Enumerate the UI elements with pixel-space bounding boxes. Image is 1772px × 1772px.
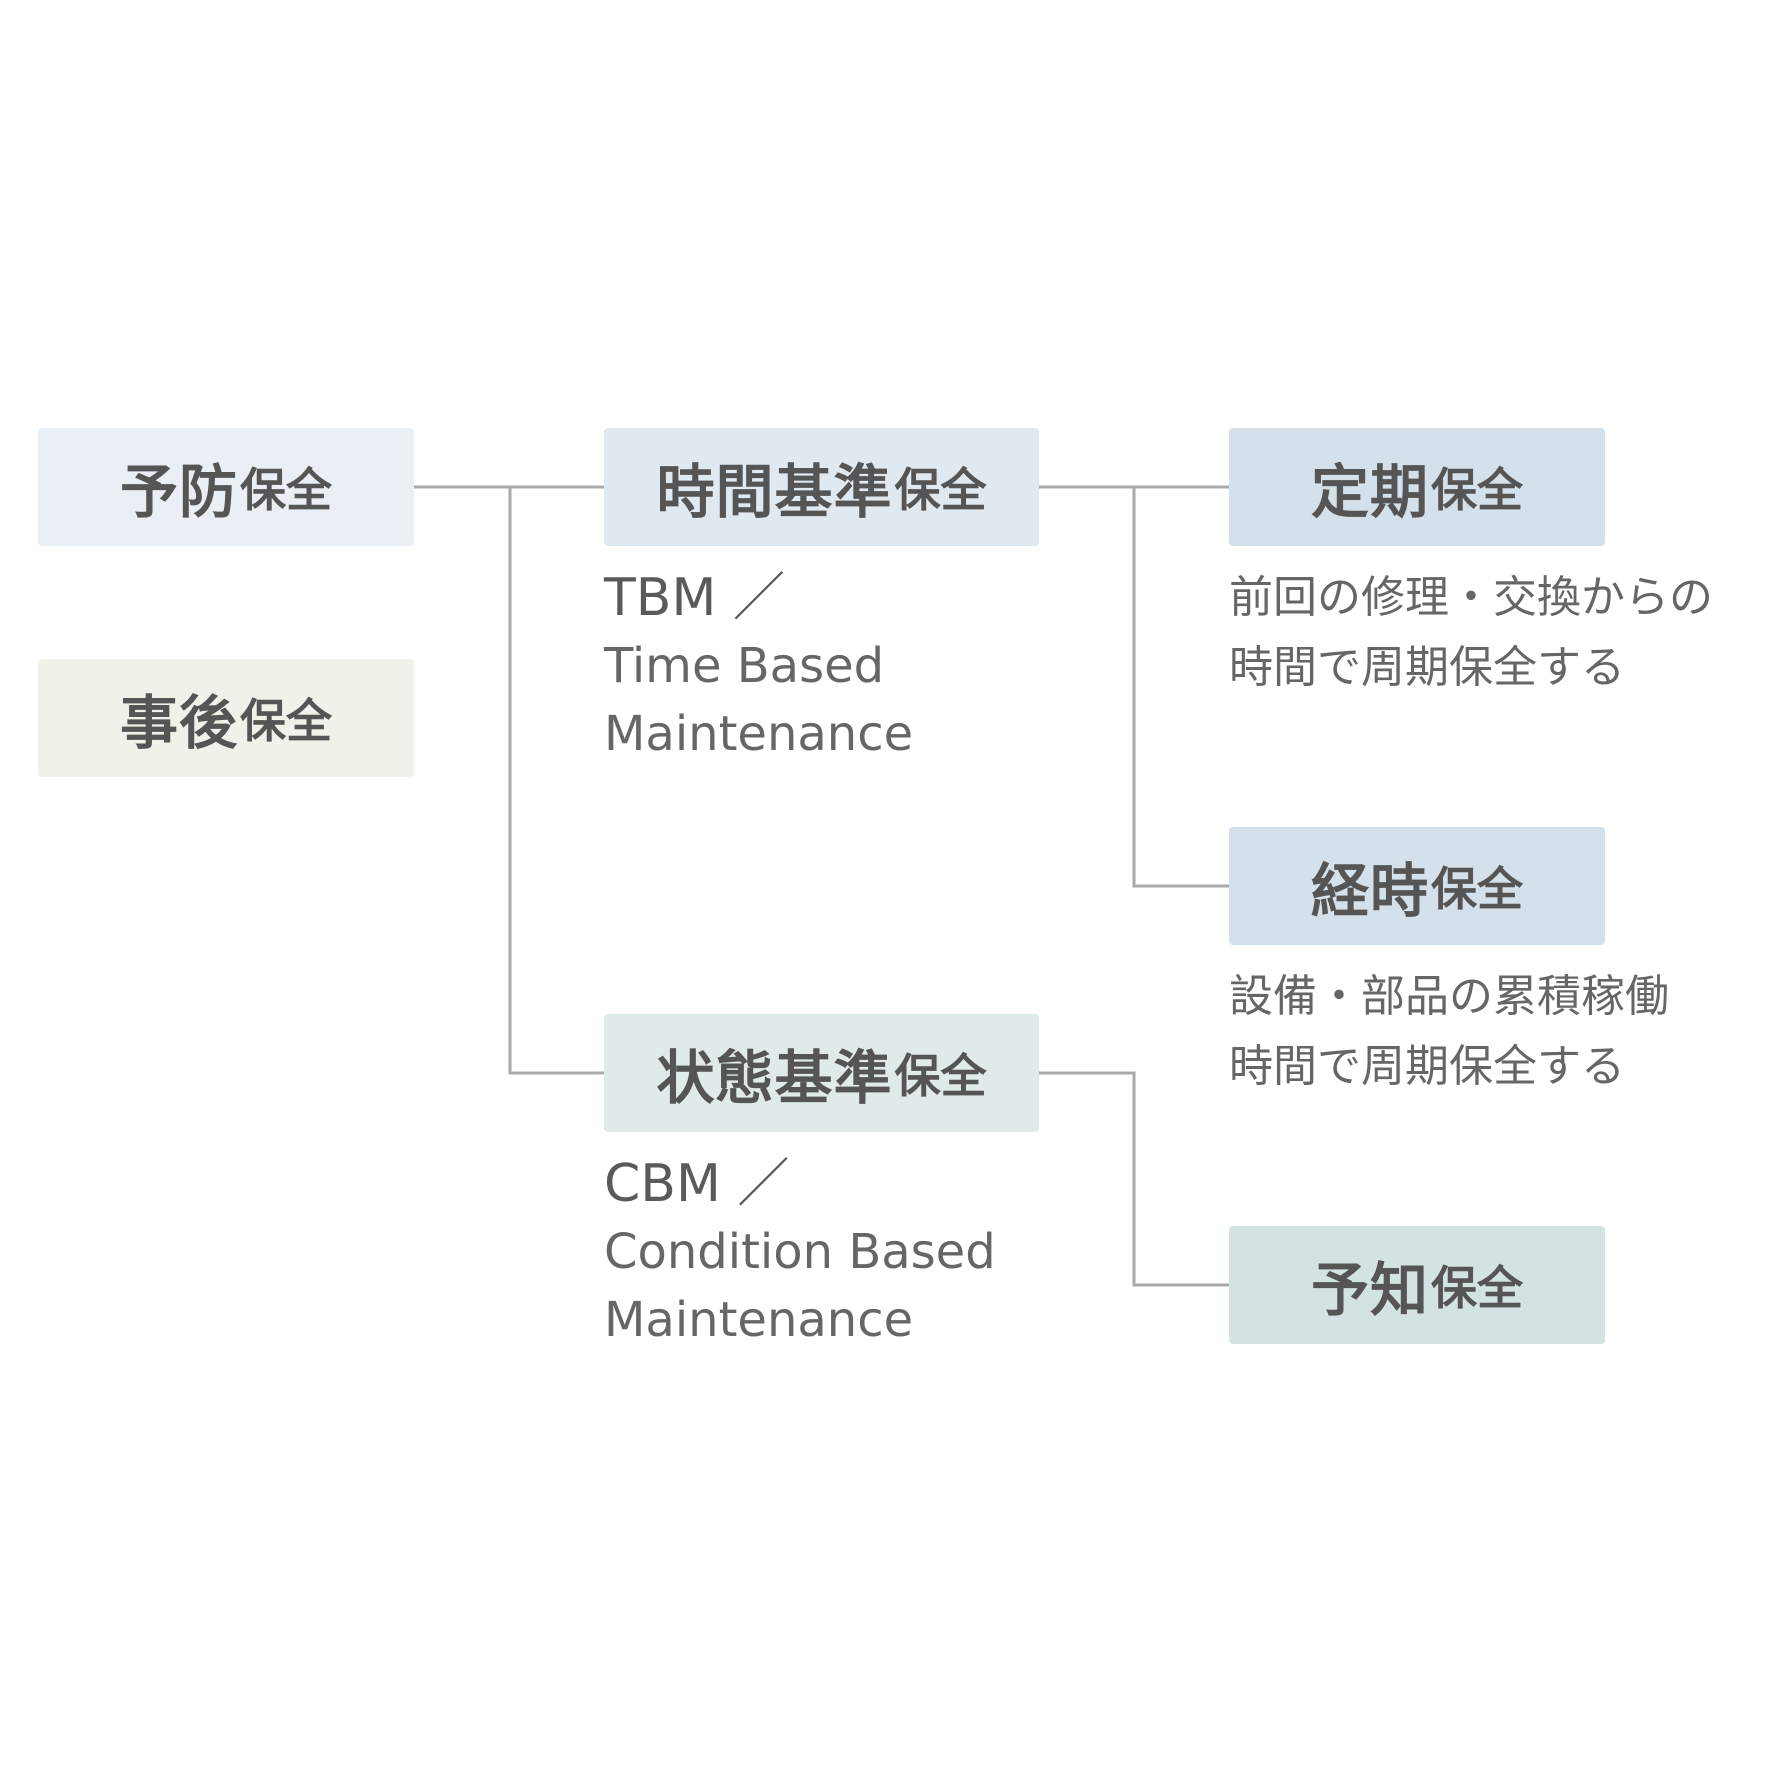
description-elapsed-line1: 設備・部品の累積稼働 bbox=[1229, 971, 1669, 1022]
description-elapsed-line2: 時間で周期保全する bbox=[1229, 1041, 1625, 1092]
node-tbm-suffix: 保全 bbox=[894, 463, 987, 517]
node-elapsed-suffix: 保全 bbox=[1431, 862, 1523, 916]
node-predictive-main: 予知 bbox=[1310, 1256, 1429, 1324]
node-breakdown-maintenance: 事後保全 bbox=[38, 659, 414, 777]
node-periodic-maintenance: 定期保全 bbox=[1229, 428, 1605, 546]
description-periodic-line2: 時間で周期保全する bbox=[1229, 642, 1625, 693]
caption-tbm-abbr: TBM ／ bbox=[604, 568, 785, 628]
connector-cbm-to-predictive bbox=[1039, 1071, 1229, 1287]
node-preventive-main: 予防 bbox=[119, 458, 238, 526]
node-tbm-main: 時間基準 bbox=[656, 458, 893, 526]
node-predictive-maintenance: 予知保全 bbox=[1229, 1226, 1605, 1344]
caption-tbm-full-line1: Time Based bbox=[604, 638, 885, 694]
node-time-based-maintenance: 時間基準保全 bbox=[604, 428, 1039, 546]
node-elapsed-time-maintenance: 経時保全 bbox=[1229, 827, 1605, 945]
caption-cbm-full-line1: Condition Based bbox=[604, 1224, 996, 1280]
node-predictive-suffix: 保全 bbox=[1431, 1261, 1523, 1315]
node-elapsed-main: 経時 bbox=[1310, 857, 1429, 925]
caption-cbm-full-line2: Maintenance bbox=[604, 1292, 914, 1348]
node-cbm-suffix: 保全 bbox=[894, 1049, 987, 1103]
caption-cbm: CBM ／ Condition Based Maintenance bbox=[604, 1150, 996, 1354]
node-periodic-suffix: 保全 bbox=[1431, 463, 1523, 517]
node-cbm-main: 状態基準 bbox=[656, 1044, 893, 1112]
caption-tbm-full-line2: Maintenance bbox=[604, 706, 914, 762]
node-preventive-maintenance: 予防保全 bbox=[38, 428, 414, 546]
description-periodic: 前回の修理・交換からの 時間で周期保全する bbox=[1229, 563, 1713, 703]
description-elapsed: 設備・部品の累積稼働 時間で周期保全する bbox=[1229, 962, 1669, 1102]
node-preventive-suffix: 保全 bbox=[240, 463, 332, 517]
connector-branch-to-cbm bbox=[508, 487, 604, 1075]
node-breakdown-suffix: 保全 bbox=[240, 694, 332, 748]
caption-tbm: TBM ／ Time Based Maintenance bbox=[604, 564, 913, 768]
node-periodic-main: 定期 bbox=[1310, 458, 1429, 526]
connector-branch-to-elapsed bbox=[1132, 487, 1229, 888]
node-condition-based-maintenance: 状態基準保全 bbox=[604, 1014, 1039, 1132]
node-breakdown-main: 事後 bbox=[119, 689, 238, 757]
description-periodic-line1: 前回の修理・交換からの bbox=[1229, 572, 1713, 623]
caption-cbm-abbr: CBM ／ bbox=[604, 1154, 790, 1214]
